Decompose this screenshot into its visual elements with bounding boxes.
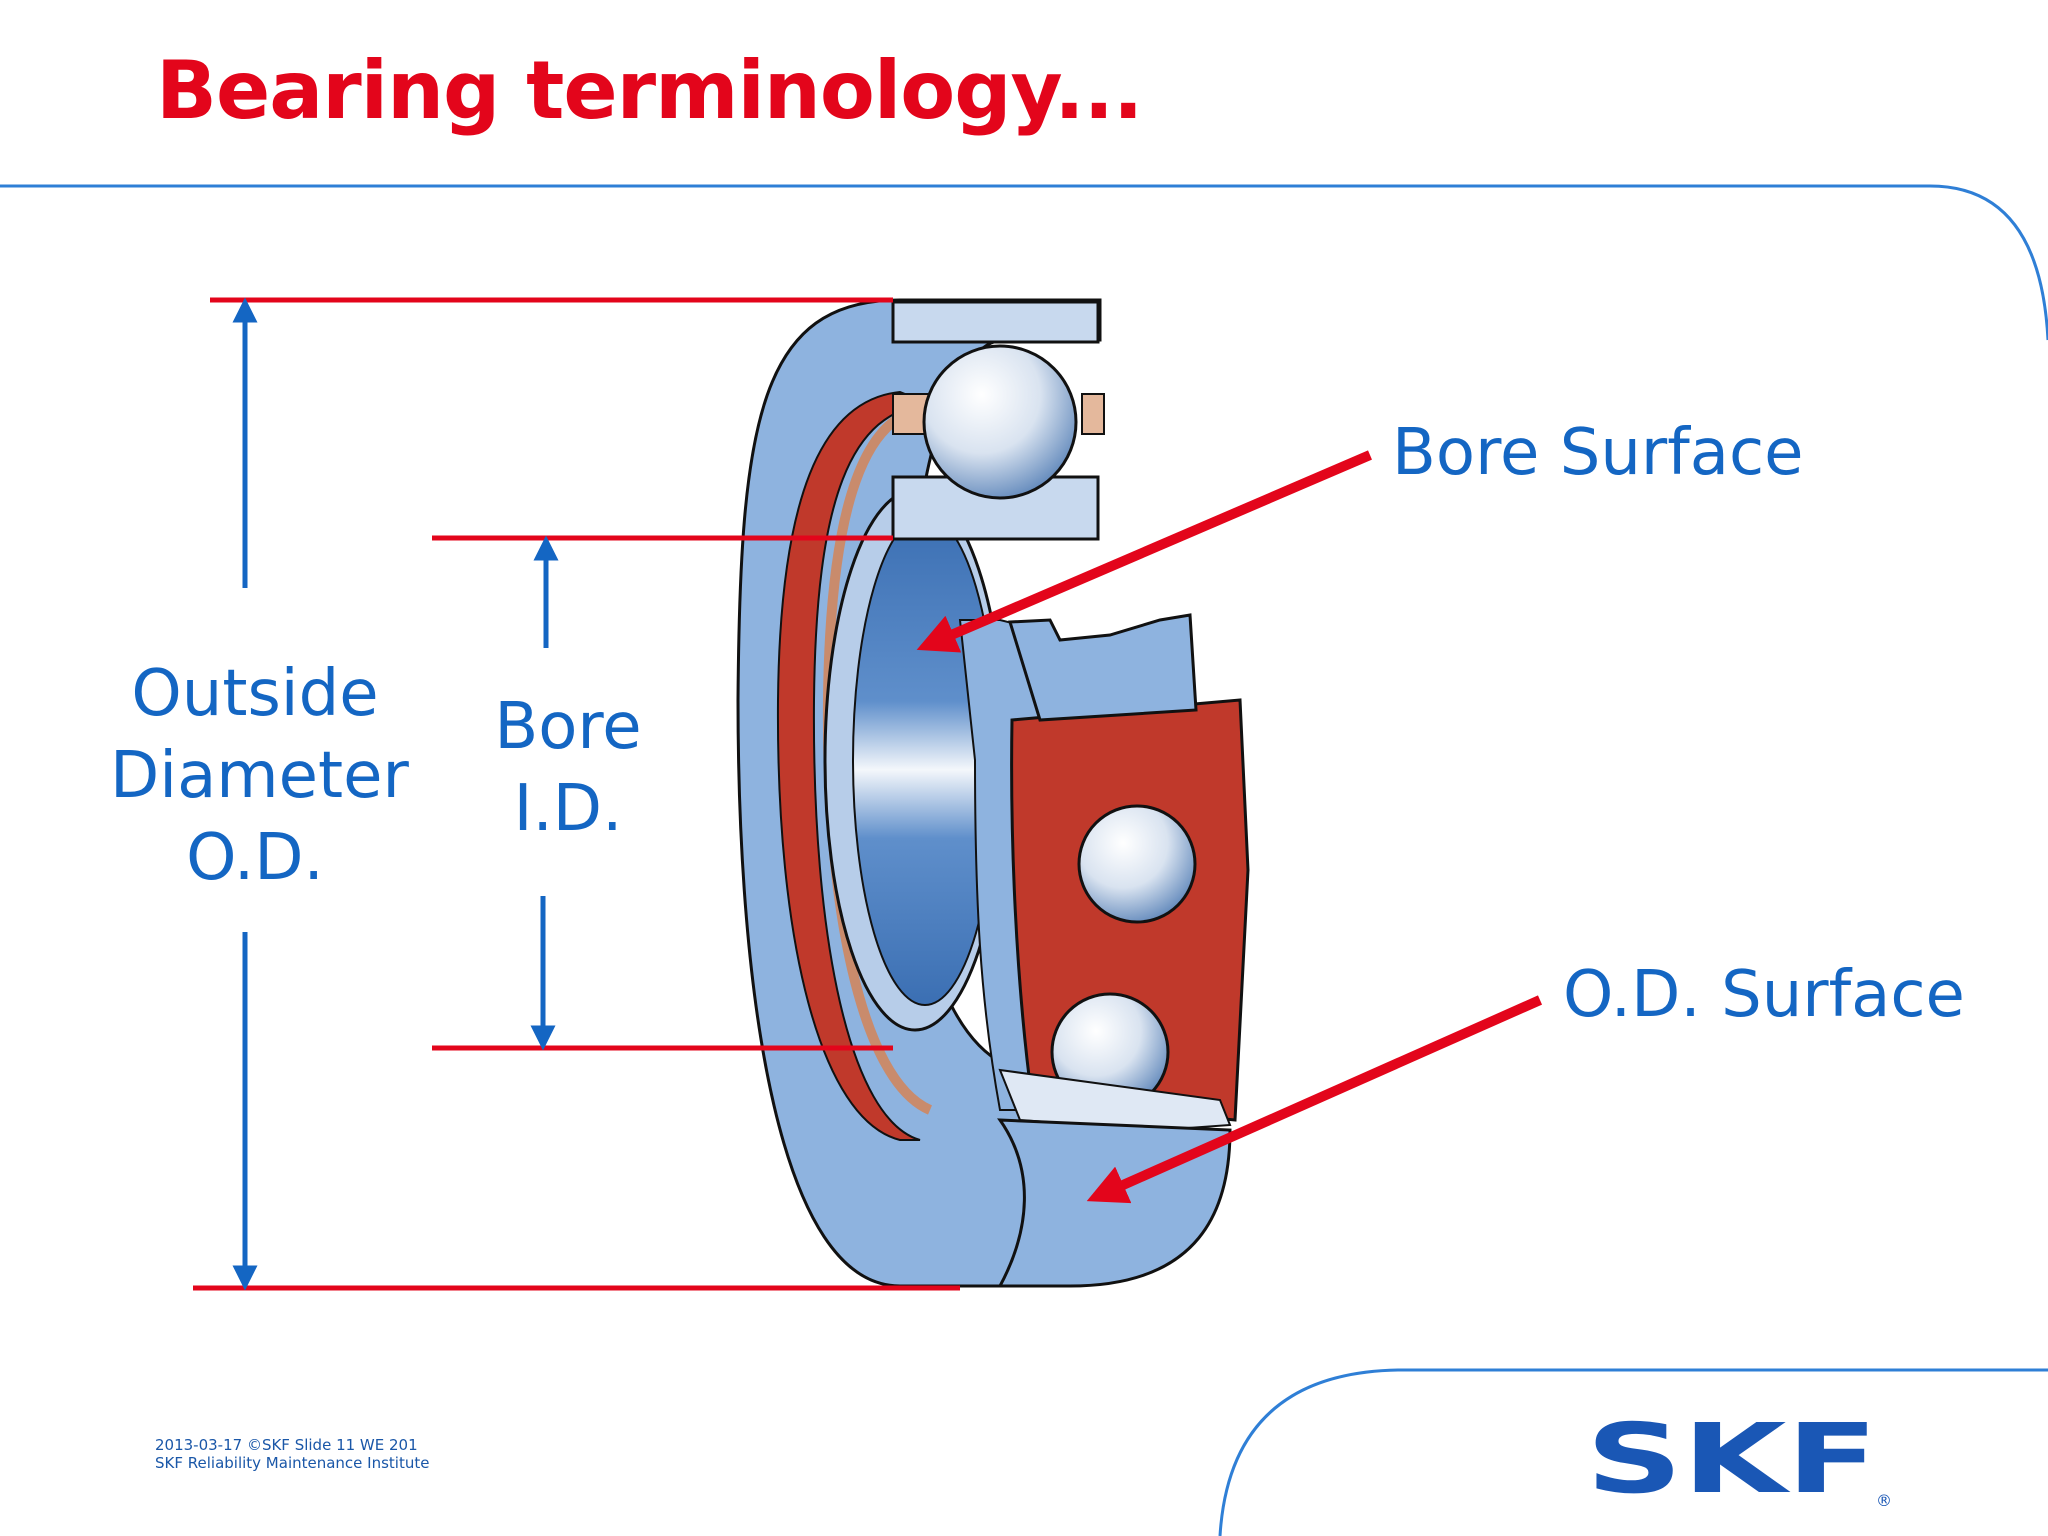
slide-footer: 2013-03-17 ©SKF Slide 11 WE 201 SKF Reli… <box>155 1436 429 1472</box>
footer-line-date: 2013-03-17 ©SKF Slide 11 WE 201 <box>155 1436 418 1454</box>
footer-line-institute: SKF Reliability Maintenance Institute <box>155 1454 430 1472</box>
footer-frame-line <box>1218 1368 2048 1536</box>
od-surface-label: O.D. Surface <box>1563 958 1965 1032</box>
od-surface-arrow <box>1086 995 1543 1204</box>
dimension-arrows <box>232 297 559 1291</box>
skf-logo: SKF ® <box>1586 1416 1892 1508</box>
registered-mark: ® <box>1876 1491 1892 1508</box>
skf-logo-text: SKF <box>1586 1416 1878 1508</box>
callout-arrows <box>916 450 1543 1204</box>
bearing-illustration <box>736 298 1250 1288</box>
dimension-reference-lines <box>193 297 960 1291</box>
header-divider-line <box>0 184 2048 341</box>
bore-id-label: Bore I.D. <box>494 690 642 846</box>
bore-surface-arrow <box>916 450 1372 653</box>
slide-title: Bearing terminology... <box>156 44 1143 137</box>
bore-surface-label: Bore Surface <box>1392 416 1804 490</box>
outside-diameter-label: Outside Diameter O.D. <box>110 657 409 895</box>
